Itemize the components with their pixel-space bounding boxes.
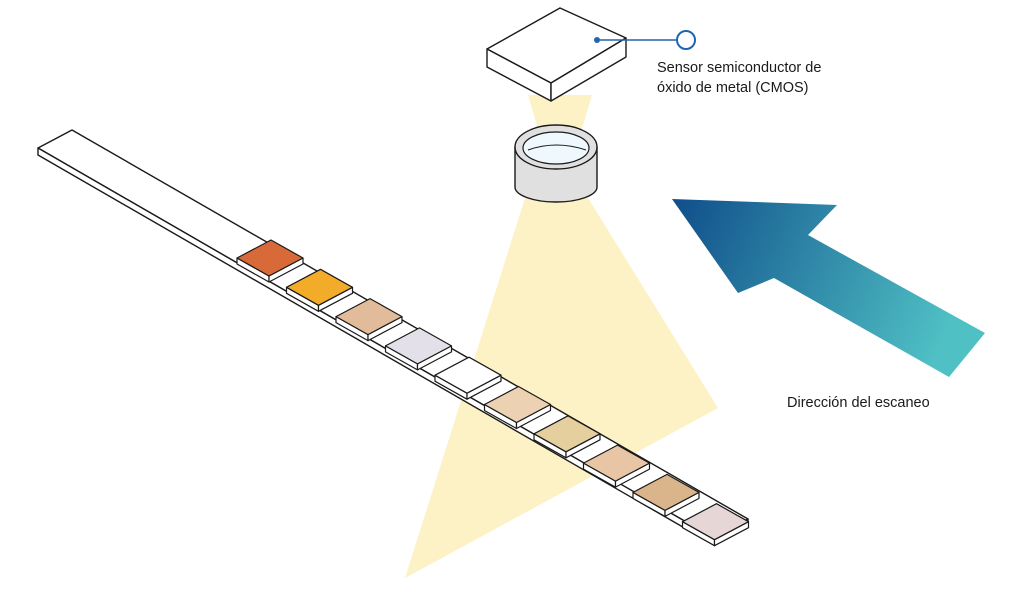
scan-direction-arrow xyxy=(672,199,985,377)
sensor-label: Sensor semiconductor de óxido de metal (… xyxy=(657,58,887,98)
reagent-pad-beige xyxy=(483,385,552,430)
reagent-pad-pale-pink xyxy=(681,503,750,547)
reagent-pad-lavender xyxy=(384,327,453,371)
cmos-sensor-box xyxy=(486,7,627,102)
reagent-pad-orange-red xyxy=(236,239,304,283)
reagent-pads xyxy=(236,239,750,547)
reagent-pad-sand xyxy=(533,415,601,459)
light-beam-upper xyxy=(528,95,592,135)
reagent-pad-peach xyxy=(582,444,651,488)
reagent-pad-tan xyxy=(632,473,700,518)
reagent-pad-orange xyxy=(285,268,354,312)
sensor-label-line1: Sensor semiconductor de xyxy=(657,60,822,76)
reagent-pad-white xyxy=(434,356,502,400)
sensor-label-line2: óxido de metal (CMOS) xyxy=(657,80,809,96)
camera-lens xyxy=(514,124,598,203)
sensor-callout xyxy=(594,30,696,50)
light-beam-lower xyxy=(405,198,718,578)
reagent-pad-light-brown xyxy=(335,298,403,342)
scan-direction-label: Dirección del escaneo xyxy=(787,395,930,411)
